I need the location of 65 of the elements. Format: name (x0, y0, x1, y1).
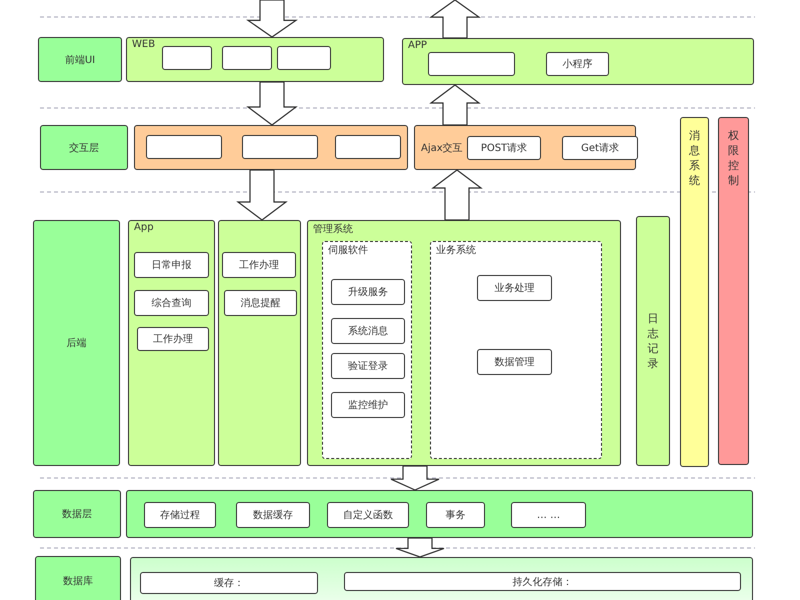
bar-label: 日志记录 (647, 311, 659, 371)
group-panel (414, 125, 636, 170)
item-box: 业务处理 (477, 275, 552, 301)
item-box: 小程序 (546, 52, 609, 76)
group-title: WEB (132, 39, 156, 50)
bar-label: 权限控制 (728, 128, 740, 188)
layer-label-box: 交互层 (40, 125, 128, 170)
group-panel (128, 220, 215, 466)
group-title: 管理系统 (313, 222, 353, 236)
block-arrow (395, 537, 445, 558)
item-box: Get请求 (562, 136, 638, 160)
block-arrow (236, 169, 288, 221)
group-title: App (134, 222, 154, 233)
item-box: 缓存： (140, 572, 318, 594)
group-panel (126, 490, 753, 538)
layer-label-box: 数据层 (33, 490, 121, 538)
layer-label-box: 后端 (33, 220, 120, 466)
item-box: 监控维护 (331, 392, 405, 418)
bar-label: 消息系统 (688, 128, 700, 188)
block-arrow (429, 84, 481, 126)
group-title: 伺服软件 (328, 244, 368, 257)
item-box: 数据管理 (477, 349, 552, 375)
group-title: Ajax交互 (421, 142, 463, 155)
group-title: 业务系统 (436, 244, 476, 257)
group-panel (130, 557, 753, 600)
layer-label-box: 数据库 (35, 556, 121, 600)
item-box: 消息提醒 (224, 290, 297, 316)
block-arrow (429, 0, 481, 39)
group-panel (218, 220, 301, 466)
item-box: 自定义函数 (327, 502, 409, 528)
group-panel (402, 38, 754, 85)
empty-box (242, 135, 318, 159)
item-box: 系统消息 (331, 318, 405, 344)
empty-box (146, 135, 222, 159)
item-box: 数据缓存 (236, 502, 310, 528)
group-panel (134, 125, 408, 170)
item-box: 综合查询 (134, 290, 209, 316)
group-title: APP (408, 40, 427, 51)
item-box: 存储过程 (144, 502, 216, 528)
item-box: 升级服务 (331, 279, 405, 305)
item-box: 日常申报 (134, 252, 209, 278)
empty-box (277, 46, 331, 70)
empty-box (162, 46, 212, 70)
group-panel (430, 241, 602, 459)
item-box: 验证登录 (331, 353, 405, 379)
item-box: 工作办理 (222, 252, 296, 278)
layer-label-box: 前端UI (38, 37, 122, 82)
side-bar (680, 117, 709, 467)
item-box: … … (511, 502, 586, 528)
group-panel (322, 241, 412, 459)
side-bar (718, 117, 749, 465)
empty-box (335, 135, 401, 159)
item-box: POST请求 (467, 136, 541, 160)
item-box: 持久化存储： (344, 572, 741, 591)
block-arrow (246, 0, 298, 38)
side-bar (636, 216, 670, 466)
empty-box (428, 52, 515, 76)
block-arrow (431, 169, 483, 221)
group-panel (307, 220, 621, 466)
item-box: 工作办理 (137, 327, 209, 351)
group-panel (126, 37, 384, 82)
item-box: 事务 (426, 502, 485, 528)
empty-box (222, 46, 272, 70)
block-arrow (246, 81, 298, 126)
block-arrow (390, 465, 440, 491)
